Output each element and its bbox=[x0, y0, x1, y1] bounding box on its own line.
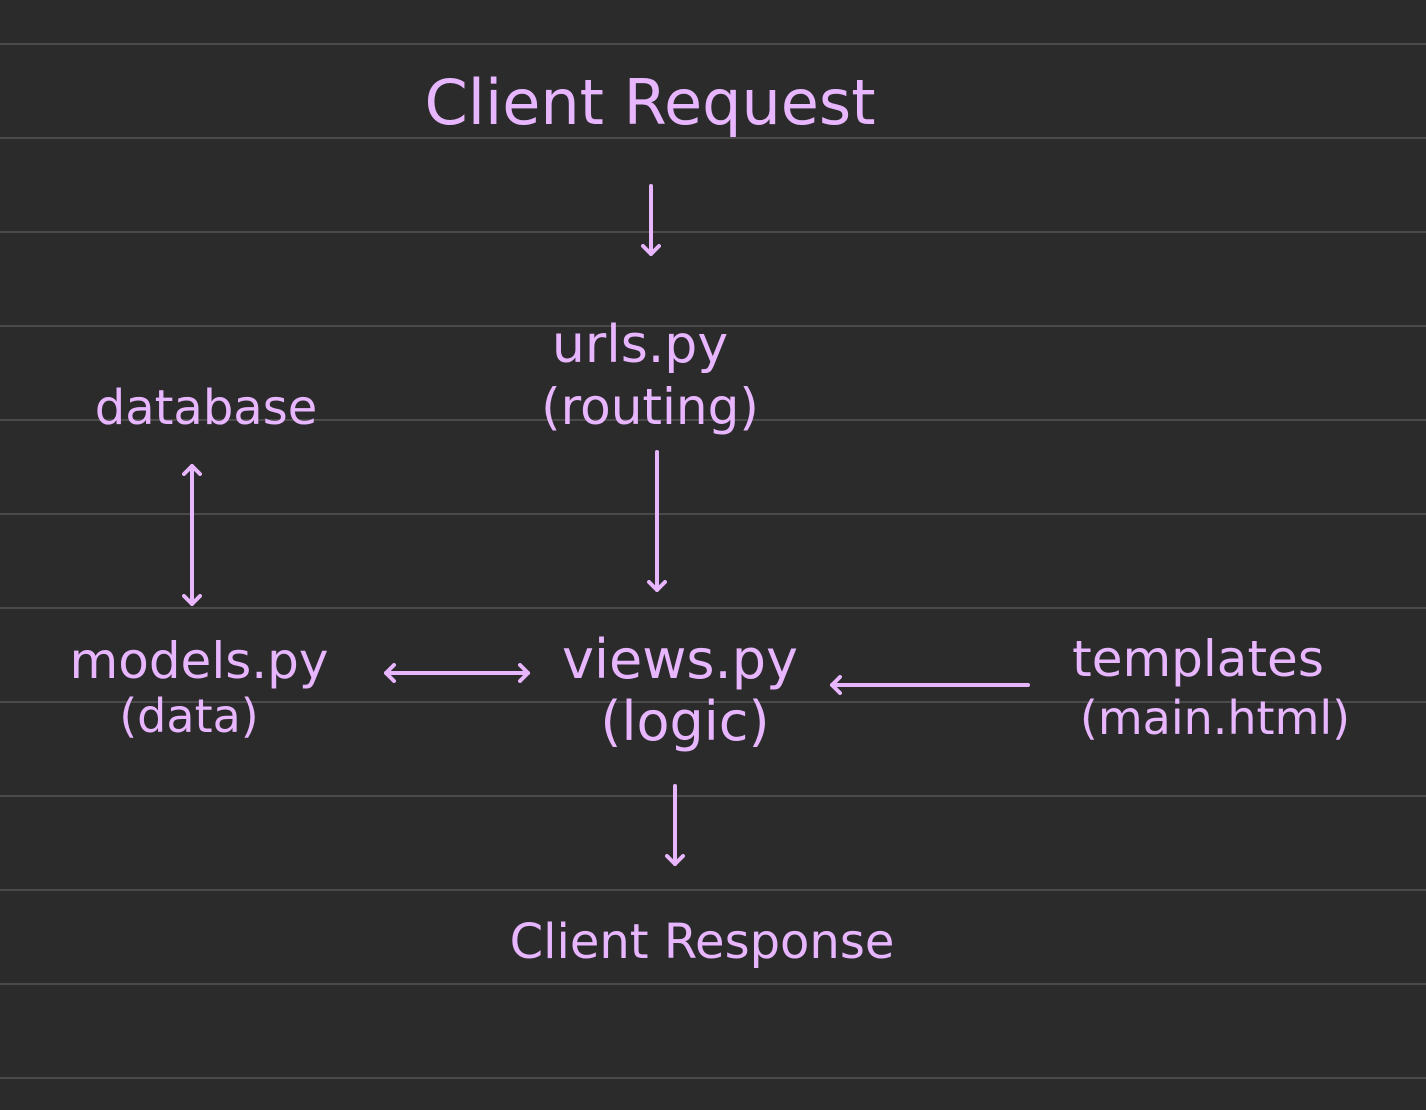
node-urls-title: urls.py bbox=[552, 315, 728, 375]
node-views-title: views.py bbox=[562, 628, 798, 691]
node-models-title: models.py bbox=[70, 632, 329, 690]
ruled-lines bbox=[0, 43, 1426, 1079]
node-templates-title: templates bbox=[1072, 630, 1324, 688]
node-urls-subtitle: (routing) bbox=[541, 378, 759, 436]
node-client-request: Client Request bbox=[424, 66, 875, 139]
node-models-subtitle: (data) bbox=[119, 689, 259, 743]
node-database: database bbox=[95, 380, 318, 436]
node-client-response: Client Response bbox=[510, 914, 895, 970]
node-views-subtitle: (logic) bbox=[600, 690, 769, 753]
node-templates-subtitle: (main.html) bbox=[1080, 691, 1350, 745]
